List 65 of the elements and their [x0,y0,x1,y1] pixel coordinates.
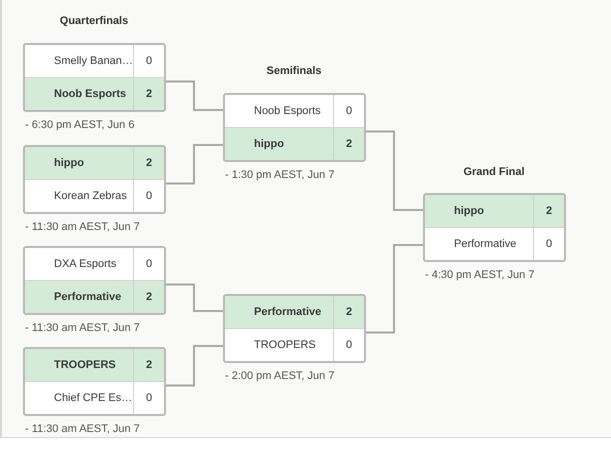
match-card [423,193,566,262]
team-name: Performative [53,290,122,304]
match-card [223,294,366,363]
winner-row [25,78,164,110]
winner-row [425,195,564,228]
score: 0 [333,329,364,361]
team-name: hippo [53,156,85,170]
bracket-connector [366,130,423,211]
team-name: hippo [253,137,285,151]
score: 2 [533,195,564,227]
team-name: Chief CPE Es… [53,391,133,405]
match-card [23,145,166,214]
team-name: DXA Esports [53,257,118,271]
score: 2 [133,78,164,110]
match-time: - 2:00 pm AEST, Jun 7 [225,369,334,383]
match-time: - 6:30 pm AEST, Jun 6 [25,118,134,132]
team-name: Performative [253,305,322,319]
match-time: - 11:30 am AEST, Jun 7 [25,321,140,335]
score: 2 [133,147,164,179]
winner-row [25,281,164,313]
score: 0 [333,95,364,127]
match-card [223,93,366,162]
bracket-connector [166,284,223,312]
winner-row [225,296,364,329]
match-card [23,43,166,112]
team-row [25,248,164,281]
round-heading: Grand Final [463,165,525,179]
bracket-connector [366,244,423,334]
team-name: Smelly Banan… [53,54,133,68]
winner-row [25,147,164,180]
score: 2 [133,281,164,313]
team-row [425,228,564,260]
score: 0 [533,228,564,260]
score: 0 [133,45,164,77]
round-heading: Semifinals [266,64,322,78]
score: 0 [133,180,164,212]
score: 2 [333,296,364,328]
team-row [225,329,364,361]
winner-row [25,349,164,382]
match-card [23,246,166,315]
bracket-connector [166,345,223,386]
score: 2 [133,349,164,381]
team-row [25,382,164,414]
team-name: Korean Zebras [53,189,128,203]
winner-row [225,128,364,160]
match-time: - 11:30 am AEST, Jun 7 [25,220,140,234]
score: 0 [133,382,164,414]
match-time: - 4:30 pm AEST, Jun 7 [425,268,534,282]
team-name: Performative [453,237,518,251]
team-name: TROOPERS [253,338,317,352]
team-row [25,45,164,78]
score: 0 [133,248,164,280]
team-row [25,180,164,212]
team-name: hippo [453,204,485,218]
match-card [23,347,166,416]
team-name: Noob Esports [53,87,128,101]
match-time: - 1:30 pm AEST, Jun 7 [225,168,334,182]
score: 2 [333,128,364,160]
team-row [225,95,364,128]
team-name: Noob Esports [253,104,322,118]
match-time: - 11:30 am AEST, Jun 7 [25,422,140,436]
team-name: TROOPERS [53,358,117,372]
bracket-connector [166,80,223,111]
bracket-connector [166,144,223,184]
round-heading: Quarterfinals [60,14,128,28]
